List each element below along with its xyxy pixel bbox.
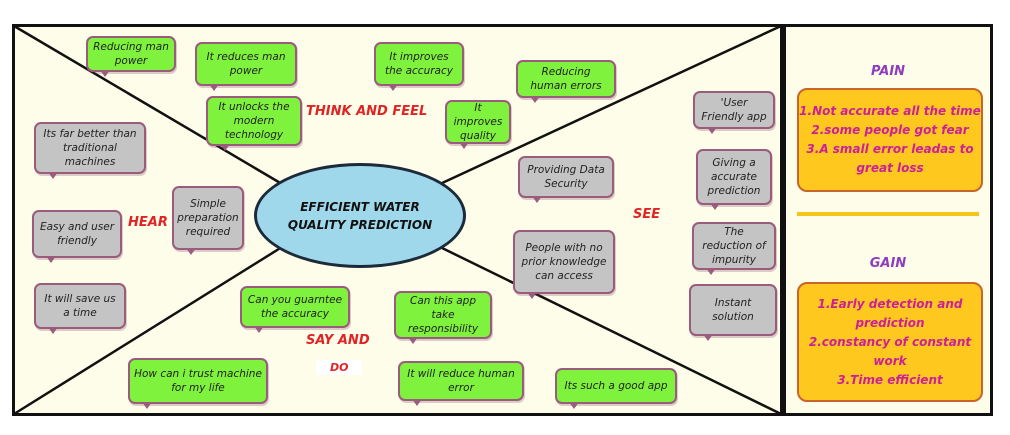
gain-item: 1.Early detection and prediction xyxy=(817,296,963,330)
pain-item: 1.Not accurate all the time xyxy=(799,104,981,118)
sticky-note: 'User Friendly app xyxy=(693,91,775,134)
sticky-note: How can i trust machine for my life xyxy=(128,358,268,409)
center-topic: EFFICIENT WATER QUALITY PREDICTION xyxy=(254,163,466,268)
sticky-note: It will save us a time xyxy=(34,283,126,334)
gain-item: 2.constancy of constant work xyxy=(808,334,972,368)
think-feel-label: THINK AND FEEL xyxy=(306,104,428,119)
sticky-note: Providing Data Security xyxy=(518,156,614,203)
sticky-note: Can this app take responsibility xyxy=(394,291,492,344)
sticky-note: It reduces man power xyxy=(195,42,297,91)
sticky-note: It improves quality xyxy=(445,100,511,149)
center-topic-text: EFFICIENT WATER QUALITY PREDICTION xyxy=(287,199,433,232)
pain-item: 3.A small error leadas to great loss xyxy=(806,142,974,175)
sticky-note: Its such a good app xyxy=(555,368,677,409)
say-label: SAY AND xyxy=(306,333,370,348)
see-label: SEE xyxy=(633,207,661,222)
hear-label: HEAR xyxy=(128,215,168,230)
gain-box: 1.Early detection and prediction 2.const… xyxy=(797,282,983,402)
gain-title: GAIN xyxy=(869,256,907,271)
sticky-note: Its far better than traditional machines xyxy=(34,122,146,179)
sticky-note: Instant solution xyxy=(689,284,777,341)
sticky-note: The reduction of impurity xyxy=(692,222,776,275)
sticky-note: Reducing human errors xyxy=(516,60,616,103)
gain-item: 3.Time efficient xyxy=(837,372,943,387)
sticky-note: It will reduce human error xyxy=(398,361,524,406)
do-label: DO xyxy=(316,360,363,375)
sticky-note: Giving a accurate prediction xyxy=(696,149,772,210)
sticky-note: It improves the accuracy xyxy=(374,42,464,91)
sticky-note: Can you guarntee the accuracy xyxy=(240,286,350,333)
sticky-note: People with no prior knowledge can acces… xyxy=(513,230,615,299)
sticky-note: Easy and user friendly xyxy=(32,210,122,263)
sticky-note: It unlocks the modern technology xyxy=(206,96,302,151)
pain-box: 1.Not accurate all the time 2.some peopl… xyxy=(797,88,983,192)
pain-item: 2.some people got fear xyxy=(811,123,969,137)
sticky-note: Simple preparation required xyxy=(172,186,244,255)
sticky-note: Reducing man power xyxy=(86,36,176,77)
pain-title: PAIN xyxy=(870,64,906,79)
pain-gain-divider xyxy=(797,212,979,216)
